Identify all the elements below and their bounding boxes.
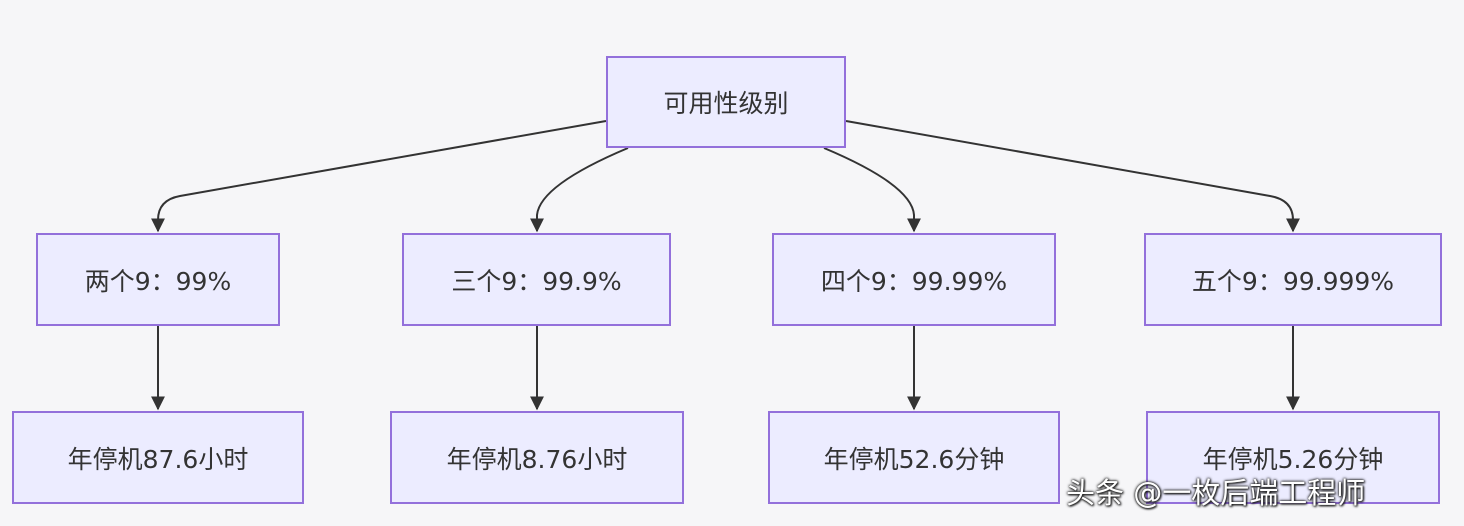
level-node-two-nines: 两个9：99%: [36, 233, 280, 326]
root-node: 可用性级别: [606, 56, 846, 148]
level-node-label: 三个9：99.9%: [451, 266, 622, 296]
downtime-node-two-nines: 年停机87.6小时: [12, 411, 304, 504]
edge-root-to-level-3: [845, 120, 1300, 233]
downtime-node-five-nines: 年停机5.26分钟: [1146, 411, 1440, 504]
edge-root-to-level-0: [151, 120, 607, 233]
downtime-node-label: 年停机8.76小时: [446, 444, 628, 474]
level-node-three-nines: 三个9：99.9%: [402, 233, 671, 326]
level-node-five-nines: 五个9：99.999%: [1144, 233, 1442, 326]
edge-root-to-level-1: [530, 147, 629, 233]
downtime-node-four-nines: 年停机52.6分钟: [768, 411, 1060, 504]
level-node-label: 四个9：99.99%: [820, 266, 1008, 296]
downtime-node-label: 年停机5.26分钟: [1202, 444, 1384, 474]
level-node-four-nines: 四个9：99.99%: [772, 233, 1056, 326]
level-node-label: 两个9：99%: [84, 266, 232, 296]
downtime-node-label: 年停机87.6小时: [67, 444, 249, 474]
source-watermark: 头条 @一枚后端工程师: [1066, 476, 1366, 510]
level-node-label: 五个9：99.999%: [1191, 266, 1395, 296]
downtime-node-three-nines: 年停机8.76小时: [390, 411, 684, 504]
root-node-label: 可用性级别: [663, 89, 789, 118]
edge-root-to-level-2: [823, 147, 921, 233]
downtime-node-label: 年停机52.6分钟: [823, 444, 1005, 474]
